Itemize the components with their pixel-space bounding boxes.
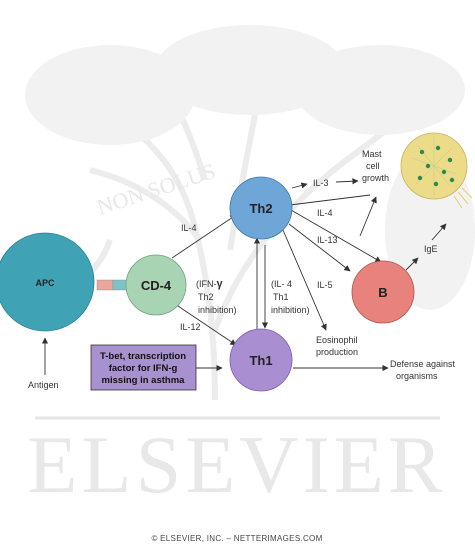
b-cell-label: B: [378, 285, 387, 300]
mast-growth-line2: cell: [366, 161, 380, 171]
edge-th2-b-il4: [290, 209, 382, 263]
th2-label: Th2: [249, 201, 272, 216]
edge-mast-up: [359, 196, 377, 237]
ifn-gamma-symbol: γ: [217, 278, 224, 290]
ifn-label-text: (IFN-: [196, 279, 217, 289]
edge-il3-mast: [335, 178, 359, 185]
cd4-label: CD-4: [141, 278, 172, 293]
th1-label: Th1: [249, 353, 272, 368]
antigen-label: Antigen: [28, 380, 59, 390]
watermark-motto: NON SOLUS: [94, 158, 219, 220]
th2-node: [229, 176, 293, 240]
tbet-line2: factor for IFN-g: [109, 363, 178, 374]
ifn-label-line2: Th2: [198, 292, 214, 302]
il4-inhibit-line2: Th1: [273, 292, 289, 302]
watermark-elsevier: ELSEVIER: [27, 419, 446, 510]
il3-label: IL-3: [313, 178, 329, 188]
cd4-th2-il4-label: IL-4: [181, 223, 197, 233]
edge-th2-b-il13: [288, 223, 351, 272]
il13-label: IL-13: [317, 235, 338, 245]
edge-cd4-th1: [171, 301, 237, 346]
edge-b-ige: [405, 257, 419, 271]
copyright-text: © ELSEVIER, INC. – NETTERIMAGES.COM: [151, 534, 322, 543]
edge-cd4-th2: [171, 214, 237, 259]
b-cell-node: [351, 260, 415, 324]
edge-ige-mast: [431, 223, 447, 241]
th2-b-il4-label: IL-4: [317, 208, 333, 218]
ifn-label-line3: inhibition): [198, 305, 237, 315]
apc-node: [0, 232, 95, 332]
il5-label: IL-5: [317, 280, 333, 290]
edge-th2-mast-cell: [289, 194, 371, 206]
defense-line2: organisms: [396, 371, 438, 381]
mast-growth-line1: Mast: [362, 149, 382, 159]
cd4-node: [125, 254, 187, 316]
ige-label: IgE: [424, 244, 438, 254]
il4-inhibit-line3: inhibition): [271, 305, 310, 315]
eosinophil-line2: production: [316, 347, 358, 357]
connector-pink: [96, 279, 114, 291]
edge-th2-il3: [291, 182, 308, 189]
tbet-line3: missing in asthma: [102, 375, 186, 386]
defense-line1: Defense against: [390, 359, 456, 369]
tbet-line1: T-bet, transcription: [100, 351, 186, 362]
apc-label: APC: [35, 278, 55, 288]
mast-growth-line3: growth: [362, 173, 389, 183]
cd4-th1-il12-label: IL-12: [180, 322, 201, 332]
ifn-label-line1: (IFN-γ: [196, 278, 224, 290]
edges: [41, 178, 447, 375]
connector-teal: [112, 279, 128, 291]
tbet-box: [90, 344, 197, 391]
th1-node: [229, 328, 293, 392]
edge-th2-eos-il5: [282, 229, 327, 331]
il4-inhibit-line1: (IL- 4: [271, 279, 292, 289]
mast-cell-node: [400, 132, 473, 209]
eosinophil-line1: Eosinophil: [316, 335, 358, 345]
